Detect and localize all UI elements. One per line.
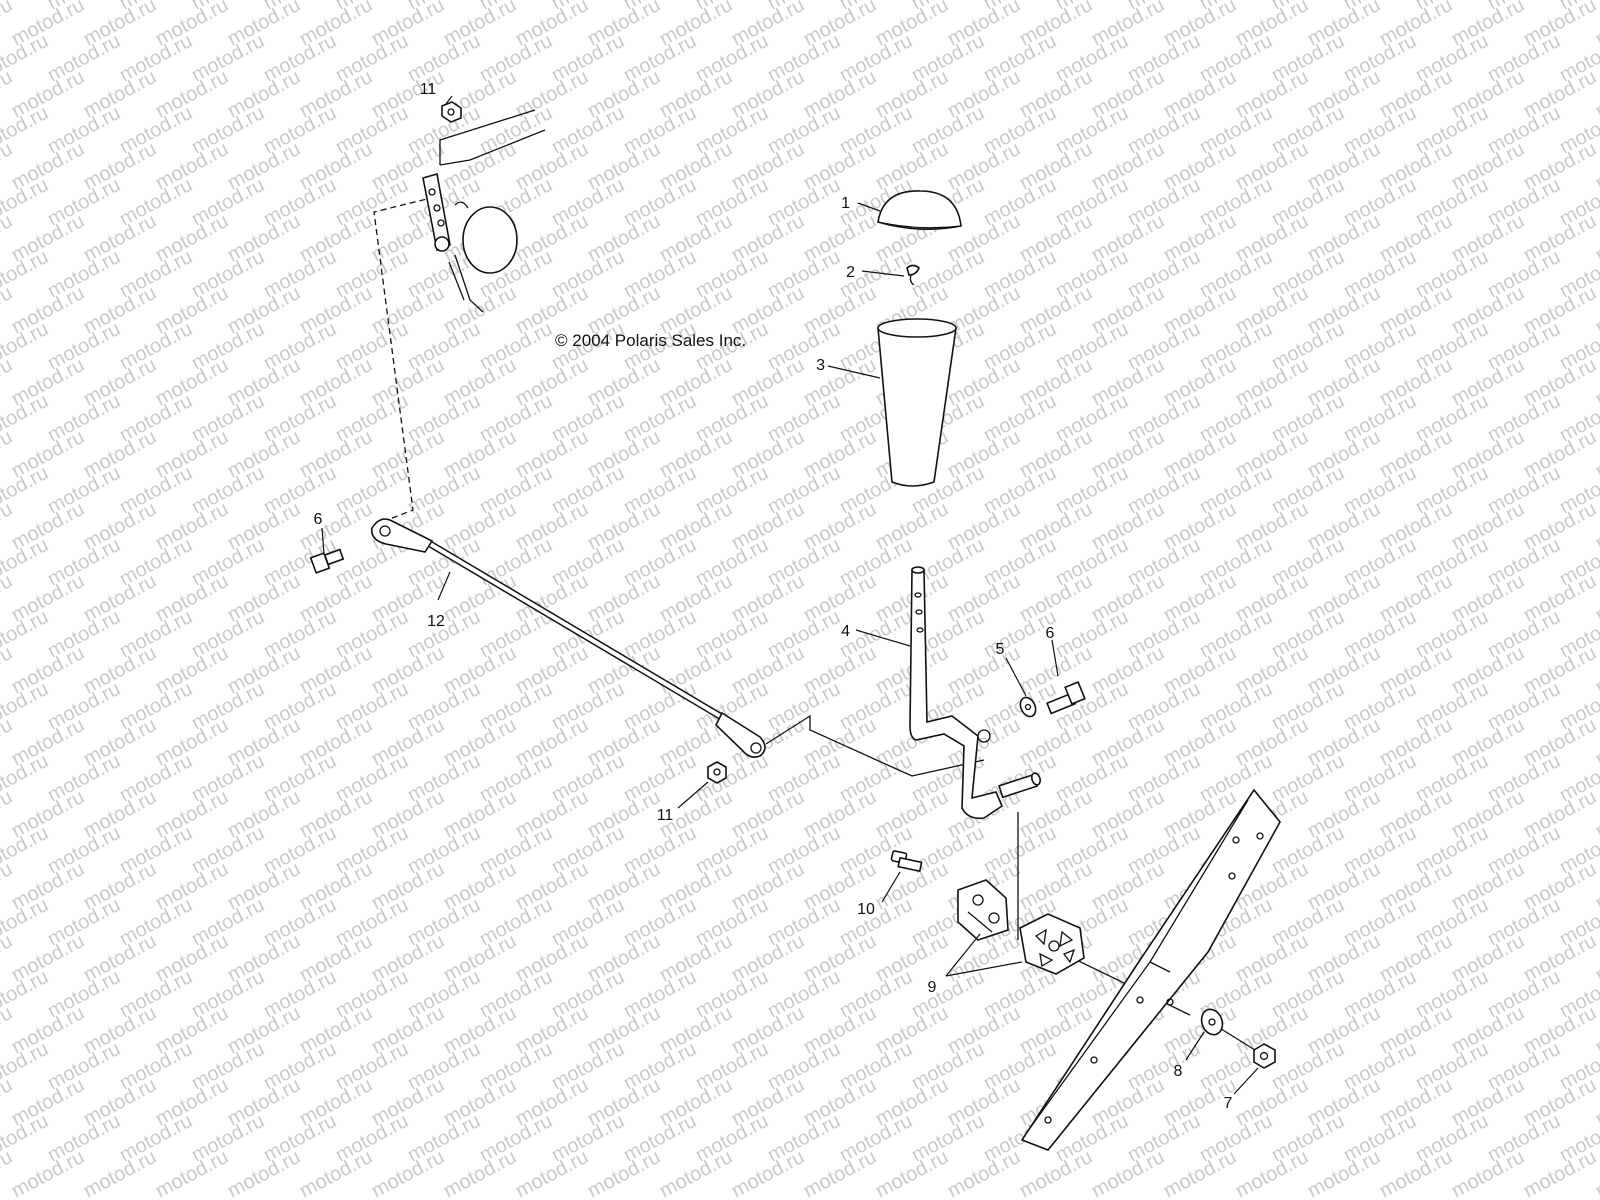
part-6-bolt-right <box>1046 680 1086 715</box>
part-10-bolt <box>890 850 923 873</box>
part-4-shift-lever <box>909 566 1042 820</box>
part-12-shift-rod <box>370 518 766 758</box>
upper-mount-assembly <box>422 109 546 313</box>
callout-4: 4 <box>841 623 850 640</box>
leader-lines <box>321 95 1259 1095</box>
part-11-nut-top <box>441 101 462 123</box>
part-3-boot <box>877 318 957 487</box>
callout-9: 9 <box>928 979 937 996</box>
part-5-washer <box>1019 696 1037 718</box>
callout-10: 10 <box>857 901 875 918</box>
callout-12: 12 <box>427 613 445 630</box>
part-2-clip <box>906 264 920 286</box>
part-9-mounts <box>957 879 1085 975</box>
callout-8: 8 <box>1174 1063 1183 1080</box>
callout-5: 5 <box>996 641 1005 658</box>
callout-6-left: 6 <box>314 511 323 528</box>
callout-6-right: 6 <box>1046 625 1055 642</box>
callout-7: 7 <box>1224 1095 1233 1112</box>
callout-1: 1 <box>841 195 850 212</box>
callout-2: 2 <box>846 264 855 281</box>
part-1-knob-cap <box>877 190 962 230</box>
part-6-bolt-left <box>309 548 345 574</box>
callout-labels: 1 2 3 4 5 6 6 7 8 9 10 11 11 12 <box>314 81 1233 1112</box>
part-7-nut <box>1253 1043 1276 1069</box>
callout-11-top: 11 <box>420 81 437 98</box>
callout-3: 3 <box>816 357 825 374</box>
frame-rail <box>1020 788 1281 1151</box>
callout-11-mid: 11 <box>657 807 674 824</box>
part-8-washer <box>1200 1008 1224 1036</box>
copyright-notice: © 2004 Polaris Sales Inc. <box>555 331 746 350</box>
part-11-nut-mid <box>707 761 727 784</box>
